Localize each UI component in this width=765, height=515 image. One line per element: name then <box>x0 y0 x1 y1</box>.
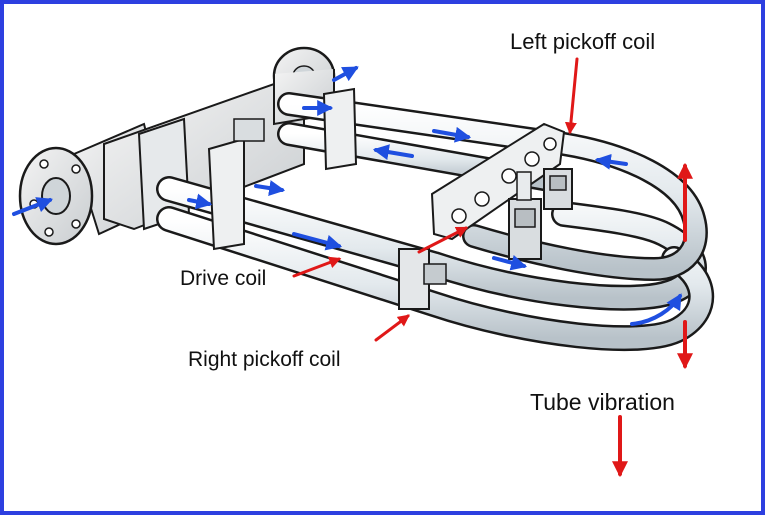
left-pickoff-coil-label: Left pickoff coil <box>510 29 656 54</box>
drive-coil-pointer-arrow <box>417 226 469 254</box>
flow-arrow <box>432 126 472 143</box>
lower-tube-loop <box>156 176 715 352</box>
flow-arrow <box>492 254 528 271</box>
callout-arrows <box>292 57 579 342</box>
drive-coil-callout-arrow <box>292 256 342 278</box>
support-plates <box>207 87 566 251</box>
flow-arrow-outlet <box>332 66 359 82</box>
right-pickoff-coil-label: Right pickoff coil <box>188 348 341 371</box>
tube-vibration-label: Tube vibration <box>530 389 675 415</box>
flow-arrow <box>372 144 414 160</box>
left-pickoff-callout-arrow <box>564 57 579 135</box>
drive-coil-assembly <box>508 171 542 260</box>
right-pickoff-callout-arrow <box>374 314 410 342</box>
flow-arrow <box>254 180 286 196</box>
flow-arrows <box>12 66 682 326</box>
flow-arrow <box>187 193 213 210</box>
flow-arrow <box>594 153 628 170</box>
drive-coil-label: Drive coil <box>180 267 267 290</box>
flow-arrow <box>630 293 682 326</box>
left-pickoff-assembly <box>543 168 573 210</box>
flow-arrow-inlet <box>12 197 53 216</box>
flow-arrow <box>292 232 343 251</box>
right-pickoff-assembly <box>233 118 447 310</box>
vibration-arrows <box>612 162 693 478</box>
coriolis-flowmeter-illustration <box>12 46 715 478</box>
